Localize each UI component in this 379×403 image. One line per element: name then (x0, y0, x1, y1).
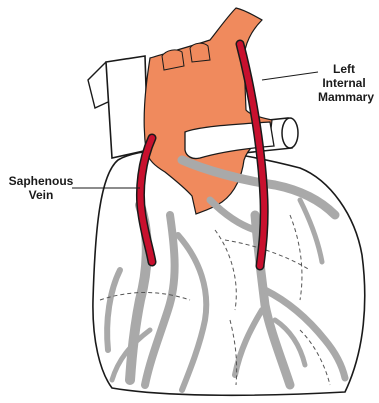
saphenous-label-line2: Vein (6, 188, 76, 202)
aortic-branch (162, 50, 184, 70)
pulmonary-branch-end (282, 118, 298, 148)
saphenous-label-line1: Saphenous (6, 174, 76, 188)
lima-label: Left Internal Mammary (318, 62, 370, 104)
lima-leader-line (262, 72, 318, 80)
lima-label-line2: Internal (318, 76, 370, 90)
vena-cava (106, 56, 148, 158)
lima-label-line3: Mammary (318, 90, 370, 104)
saphenous-label: Saphenous Vein (6, 174, 76, 202)
aortic-branch (190, 43, 210, 62)
vena-cava-side (88, 62, 108, 108)
lima-label-line1: Left (318, 62, 370, 76)
